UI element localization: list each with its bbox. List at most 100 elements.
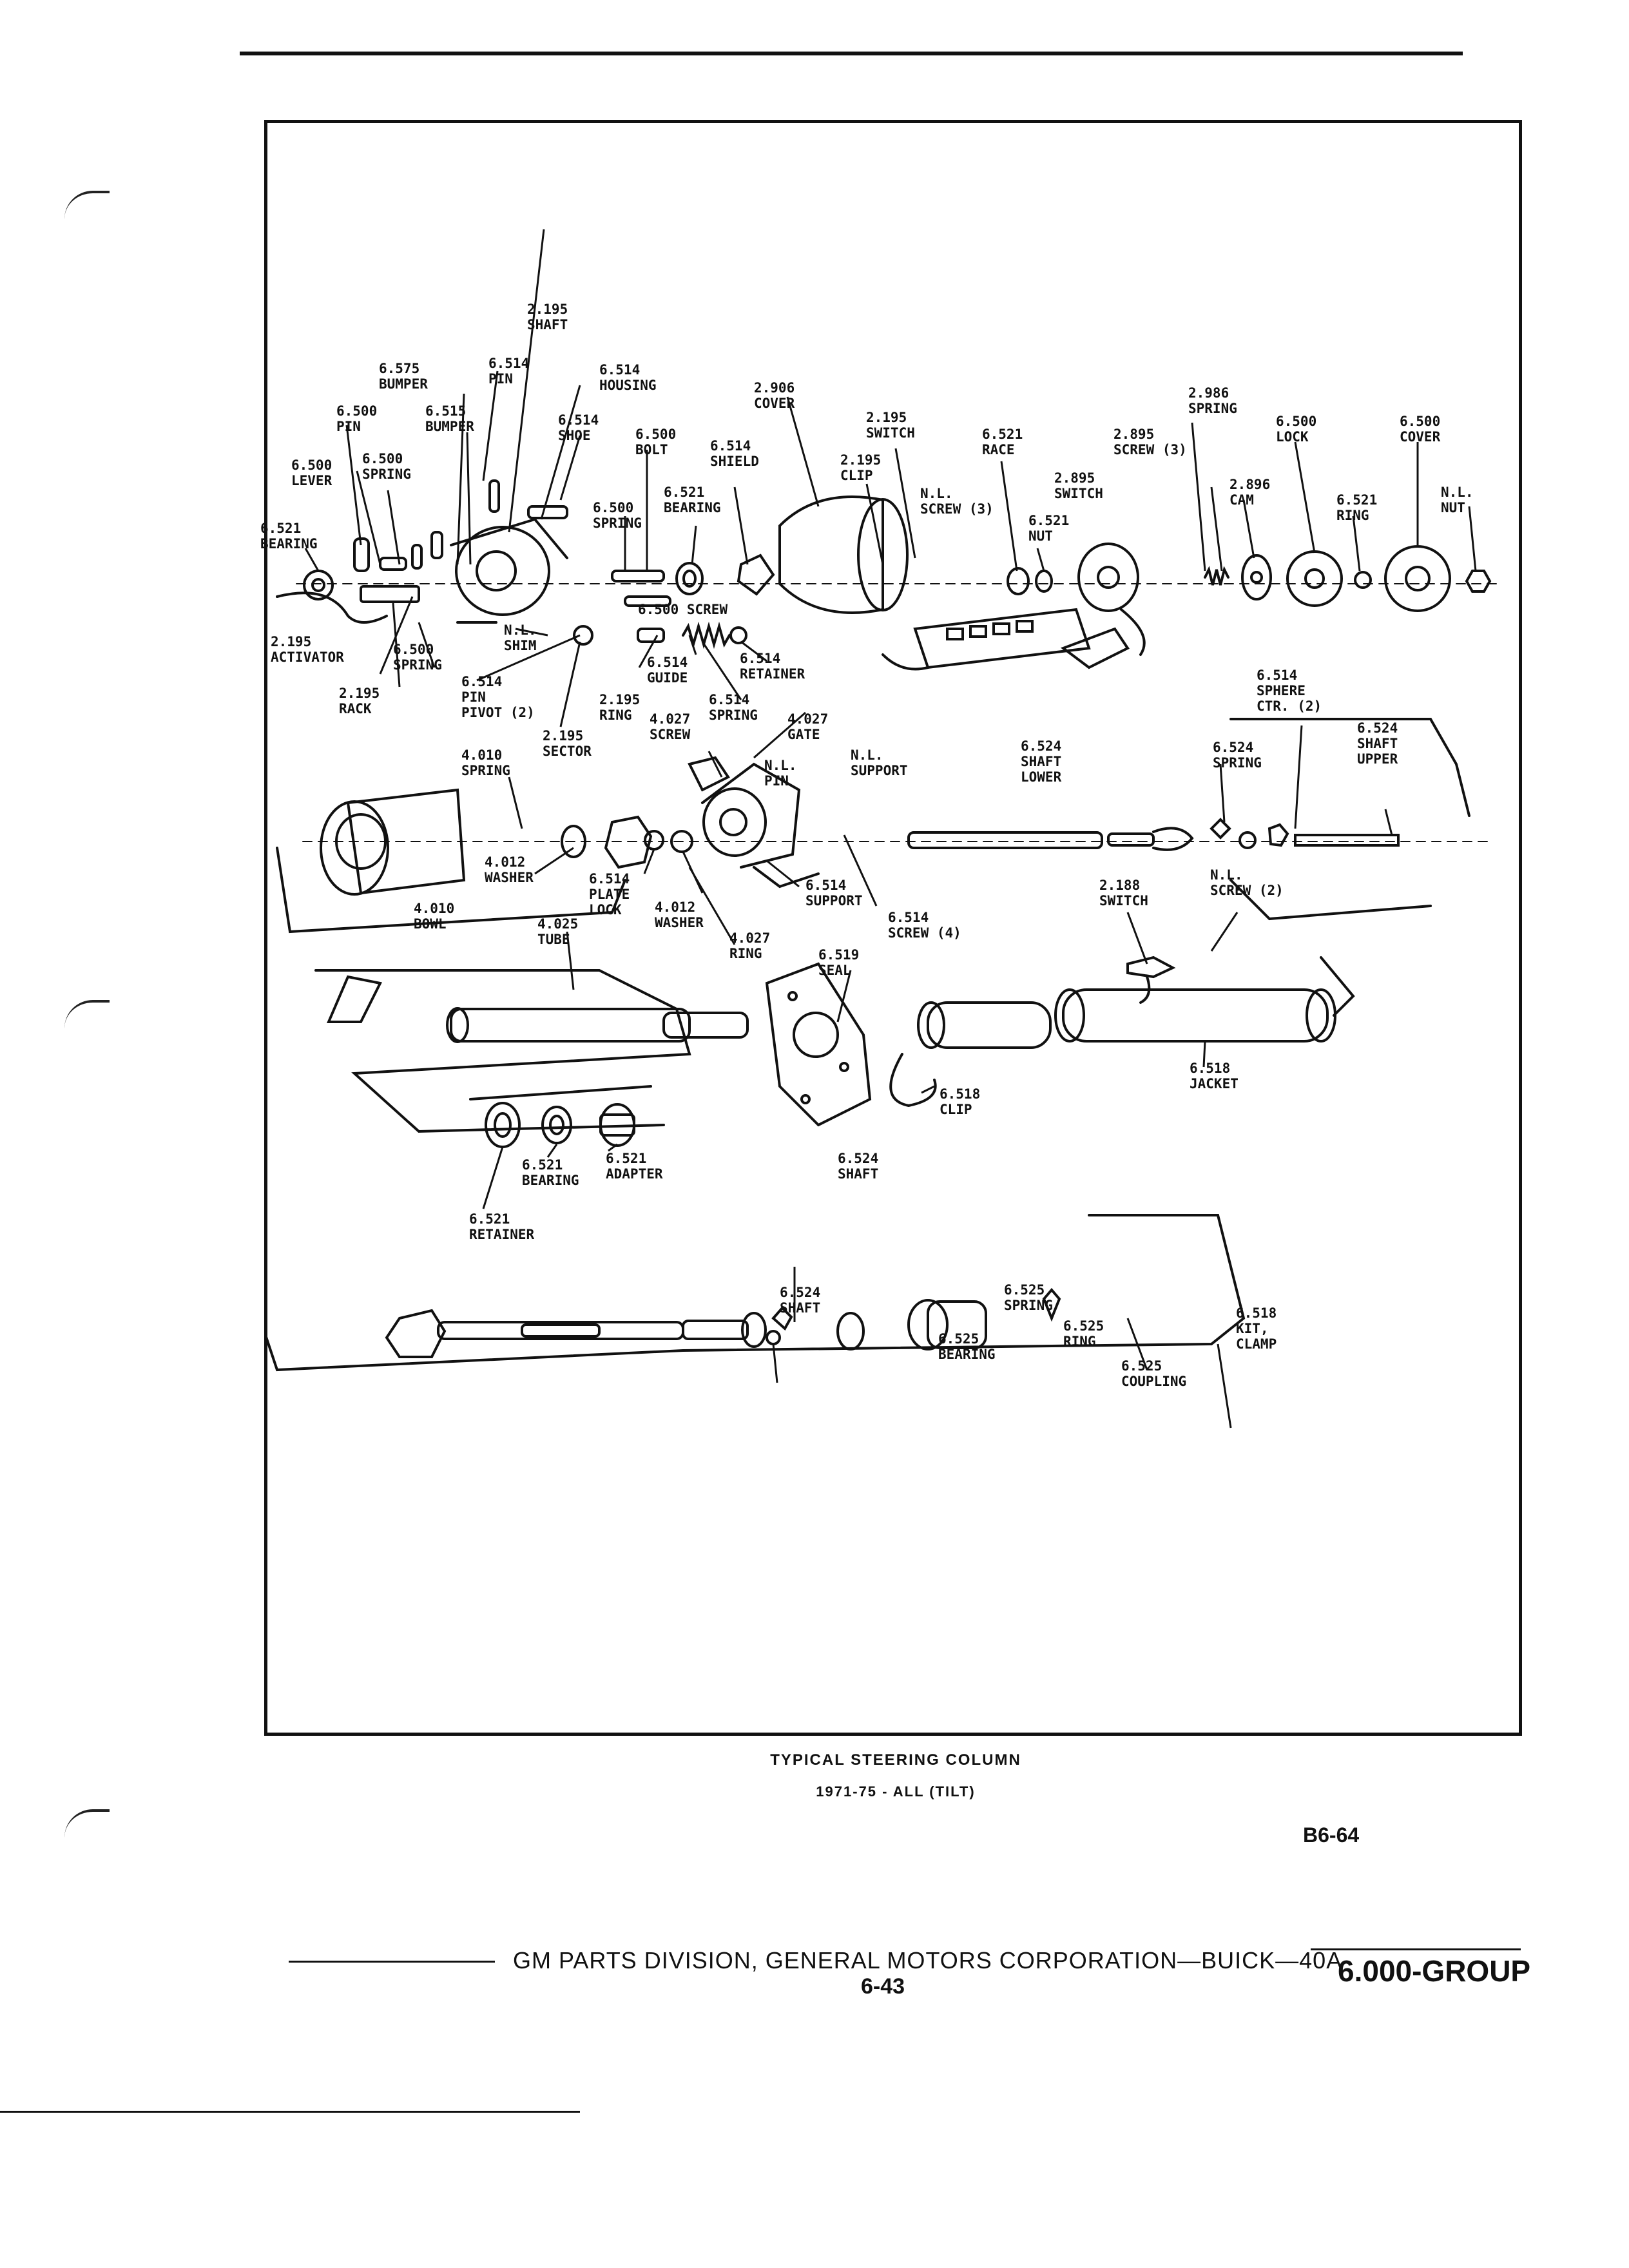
callout-housing-6514: 6.514 HOUSING [599,362,657,393]
part-number: 4.027 [729,930,771,946]
part-number: 4.025 [537,916,579,932]
part-name: COUPLING [1121,1374,1187,1389]
part-name: SPRING [362,466,411,482]
part-name: PIN [336,419,361,434]
part-number: 6.525 [1004,1282,1045,1298]
callout-spring-6500c: 6.500 SPRING [393,642,442,673]
callout-bearing-6521a: 6.521 BEARING [260,521,318,552]
part-name: COVER [1400,429,1441,445]
part-number: 6.514 [888,910,929,925]
callout-screw-4027: 4.027 SCREW [650,711,690,742]
part-name: SWITCH [1099,893,1148,908]
part-number: 2.188 [1099,878,1141,893]
part-name: SCREW (3) [1113,442,1187,457]
part-number: 6.514 [805,878,847,893]
part-name: GUIDE [647,670,688,686]
callout-support-6514: 6.514 SUPPORT [805,878,863,908]
callout-tube-4025: 4.025 TUBE [537,916,578,947]
part-number: N.L. [504,622,537,638]
callout-nl-support: N.L. SUPPORT [851,747,908,778]
part-name: SHAFT LOWER [1021,754,1062,785]
part-number: 6.521 [522,1157,563,1173]
part-name: ACTIVATOR [271,649,344,665]
callout-spring-2986: 2.986 SPRING [1188,385,1237,416]
part-number: 6.514 [740,651,781,666]
part-name: CAM [1229,492,1254,508]
part-name: CLIP [840,468,873,483]
part-name: CLIP [940,1102,972,1117]
part-number: 6.500 [593,500,634,515]
part-name: RETAINER [740,666,805,682]
callout-lever-6500: 6.500 LEVER [291,457,332,488]
part-name: BEARING [260,536,318,552]
part-number: 2.195 [599,692,641,707]
callout-shaft-lower-6524: 6.524 SHAFT LOWER [1021,738,1061,785]
footer-rule-right [1311,1948,1521,1950]
callout-pin-pivot-6514: 6.514 PIN PIVOT (2) [461,674,535,720]
part-name: SCREW (3) [920,501,994,517]
part-name: SWITCH [866,425,915,441]
callout-adapter-6521: 6.521 ADAPTER [606,1151,663,1182]
part-name: SPRING [1004,1298,1053,1313]
callout-spring-6525: 6.525 SPRING [1004,1282,1053,1313]
part-number: 6.525 [938,1331,979,1347]
part-number: 2.195 [339,686,380,701]
part-name: SPRING [593,515,642,531]
part-number: 6.521 [982,427,1023,442]
callout-guide-6514: 6.514 GUIDE [647,655,688,686]
part-number: 6.514 [461,674,503,689]
callout-bumper-6575: 6.575 BUMPER [379,361,428,392]
part-name: SUPPORT [805,893,863,908]
part-number: 6.514 [1257,668,1298,683]
part-number: N.L. [1210,867,1243,883]
part-number: 6.514 [710,438,751,454]
part-name: RING [1336,508,1369,523]
part-name: RACE [982,442,1015,457]
part-name: BEARING [522,1173,579,1188]
callout-coupling-6525: 6.525 COUPLING [1121,1358,1186,1389]
callout-bolt-6500: 6.500 BOLT [635,427,676,457]
part-name: PLATE LOCK [589,887,630,918]
part-number: 6.514 [488,356,530,371]
part-number: 6.524 [838,1151,879,1166]
part-number: 4.027 [787,711,829,727]
part-number: 6.514 [709,692,750,707]
part-name: NUT [1441,500,1465,515]
callout-ring-4027: 4.027 RING [729,930,770,961]
callout-switch-2895: 2.895 SWITCH [1054,470,1103,501]
part-number: 6.518 [940,1086,981,1102]
callout-spring-4010: 4.010 SPRING [461,747,510,778]
part-number: 6.518 [1236,1305,1277,1321]
part-name: SECTOR [543,744,592,759]
part-name: PIN PIVOT (2) [461,689,535,720]
part-number: 6.500 [362,451,403,466]
part-number: 6.519 [818,947,860,963]
part-name: SUPPORT [851,763,908,778]
callout-bearing-6521c: 6.521 BEARING [522,1157,579,1188]
callout-nl-screw-3: N.L. SCREW (3) [920,486,994,517]
page-number: 6-43 [861,1974,905,1999]
part-number: 6.521 [1028,513,1070,528]
callout-plate-lock-6514: 6.514 PLATE LOCK [589,871,630,918]
part-name: NUT [1028,528,1053,544]
part-number: 6.515 [425,403,467,419]
part-name: SPRING [709,707,758,723]
part-name: SHAFT UPPER [1357,736,1398,767]
callout-spring-6500a: 6.500 SPRING [362,451,411,482]
part-number: 6.524 [1021,738,1062,754]
part-number: 6.500 [635,427,677,442]
part-name: SPHERE CTR. (2) [1257,683,1322,714]
figure-frame [264,120,1522,1736]
callout-activator-2195: 2.195 ACTIVATOR [271,634,344,665]
part-name: SPRING [1188,401,1237,416]
callout-bearing-6525: 6.525 BEARING [938,1331,996,1362]
callout-cam-2896: 2.896 CAM [1229,477,1270,508]
part-name: RETAINER [469,1227,535,1242]
part-number: 2.895 [1113,427,1155,442]
callout-nl-shim: N.L. SHIM [504,622,537,653]
part-name: KIT, CLAMP [1236,1321,1277,1352]
figure-caption-title: TYPICAL STEERING COLUMN [770,1751,1021,1769]
callout-retainer-6521: 6.521 RETAINER [469,1211,534,1242]
part-name: SEAL [818,963,851,978]
callout-spring-6524: 6.524 SPRING [1213,740,1262,771]
